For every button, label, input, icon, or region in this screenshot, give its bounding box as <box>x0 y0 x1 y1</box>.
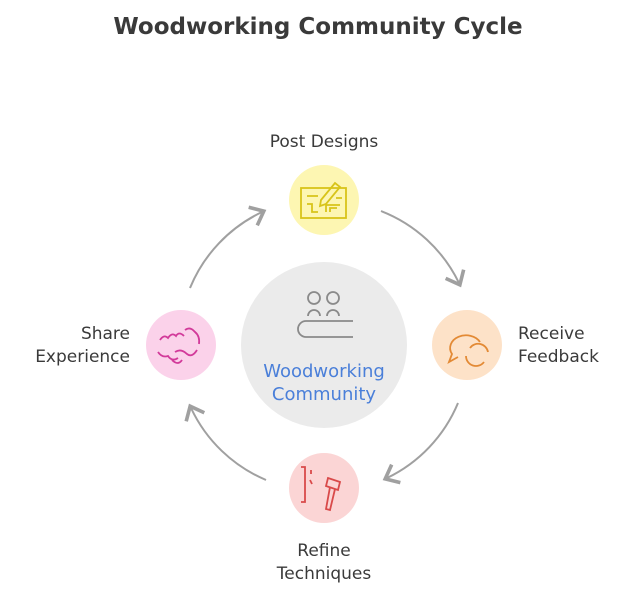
hammer-icon <box>301 466 342 512</box>
post-designs-node <box>289 165 359 235</box>
refine-techniques-line2: Techniques <box>276 564 372 584</box>
diagram-title: Woodworking Community Cycle <box>113 14 523 40</box>
blueprint-pencil-icon <box>300 181 347 219</box>
arrow-share-to-post <box>189 205 267 289</box>
share-experience-line2: Experience <box>35 347 130 367</box>
share-experience-node <box>146 310 216 380</box>
center-label-line2: Community <box>271 384 377 405</box>
handshake-icon <box>157 327 201 364</box>
arrow-post-to-feedback <box>380 210 466 288</box>
people-table-icon <box>297 291 353 338</box>
refine-techniques-line1: Refine <box>297 541 351 561</box>
receive-feedback-node <box>432 310 502 380</box>
center-circle <box>241 262 407 428</box>
post-designs-label: Post Designs <box>269 132 379 152</box>
center-label-line1: Woodworking <box>263 361 385 382</box>
chat-refresh-icon <box>447 334 489 367</box>
share-experience-line1: Share <box>80 324 130 344</box>
refine-techniques-node <box>289 453 359 523</box>
receive-feedback-line1: Receive <box>518 324 585 344</box>
receive-feedback-line2: Feedback <box>518 347 599 367</box>
arrow-refine-to-share <box>184 403 267 481</box>
arrow-feedback-to-refine <box>382 402 459 485</box>
